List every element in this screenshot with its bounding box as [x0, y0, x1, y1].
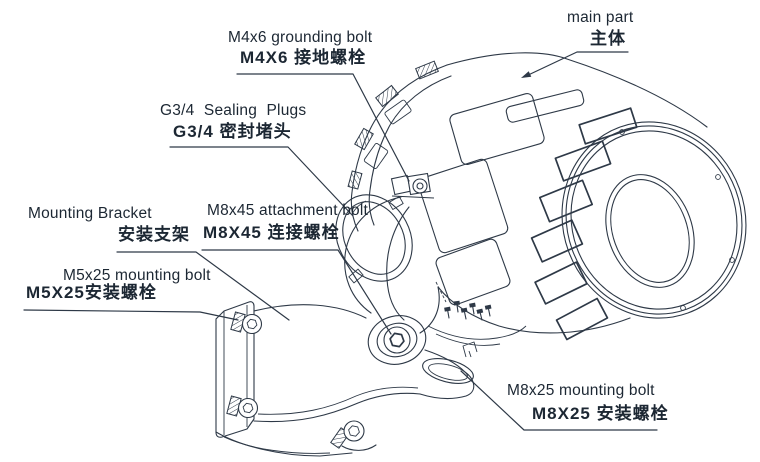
sealing-plug — [335, 194, 413, 284]
m8x25-bolts — [435, 281, 492, 321]
label-m5x25-bolt-en: M5x25 mounting bolt — [63, 267, 211, 284]
label-m8x25-bolt-zh: M8X25 安装螺栓 — [532, 404, 669, 423]
attachment-bolt — [367, 315, 427, 365]
front-face — [561, 121, 747, 319]
label-attachment-bolt-zh: M8X45 连接螺栓 — [203, 223, 340, 242]
label-grounding-bolt-zh: M4X6 接地螺栓 — [240, 48, 367, 67]
grounding-bolt — [390, 172, 435, 199]
m5x25-bolt-top — [230, 311, 263, 335]
label-mounting-bracket-zh: 安装支架 — [118, 225, 190, 244]
label-mounting-bracket-en: Mounting Bracket — [28, 205, 152, 222]
label-sealing-plugs-en: G3/4 Sealing Plugs — [160, 102, 307, 119]
label-m5x25-bolt-zh: M5X25安装螺栓 — [26, 283, 157, 302]
label-m8x25-bolt-en: M8x25 mounting bolt — [507, 382, 655, 399]
label-sealing-plugs-zh: G3/4 密封堵头 — [173, 122, 292, 141]
leader-lines — [23, 51, 658, 431]
neck-drawing — [335, 172, 440, 334]
foot-bolt — [330, 420, 365, 449]
m5x25-bolt-lower — [226, 395, 259, 419]
main-body-drawing — [347, 52, 747, 346]
label-attachment-bolt-en: M8x45 attachment bolt — [207, 202, 369, 219]
label-grounding-bolt-en: M4x6 grounding bolt — [228, 29, 373, 46]
mounting-bracket-drawing — [215, 281, 492, 457]
label-main-part-en: main part — [567, 9, 634, 26]
label-main-part-zh: 主体 — [590, 29, 626, 48]
